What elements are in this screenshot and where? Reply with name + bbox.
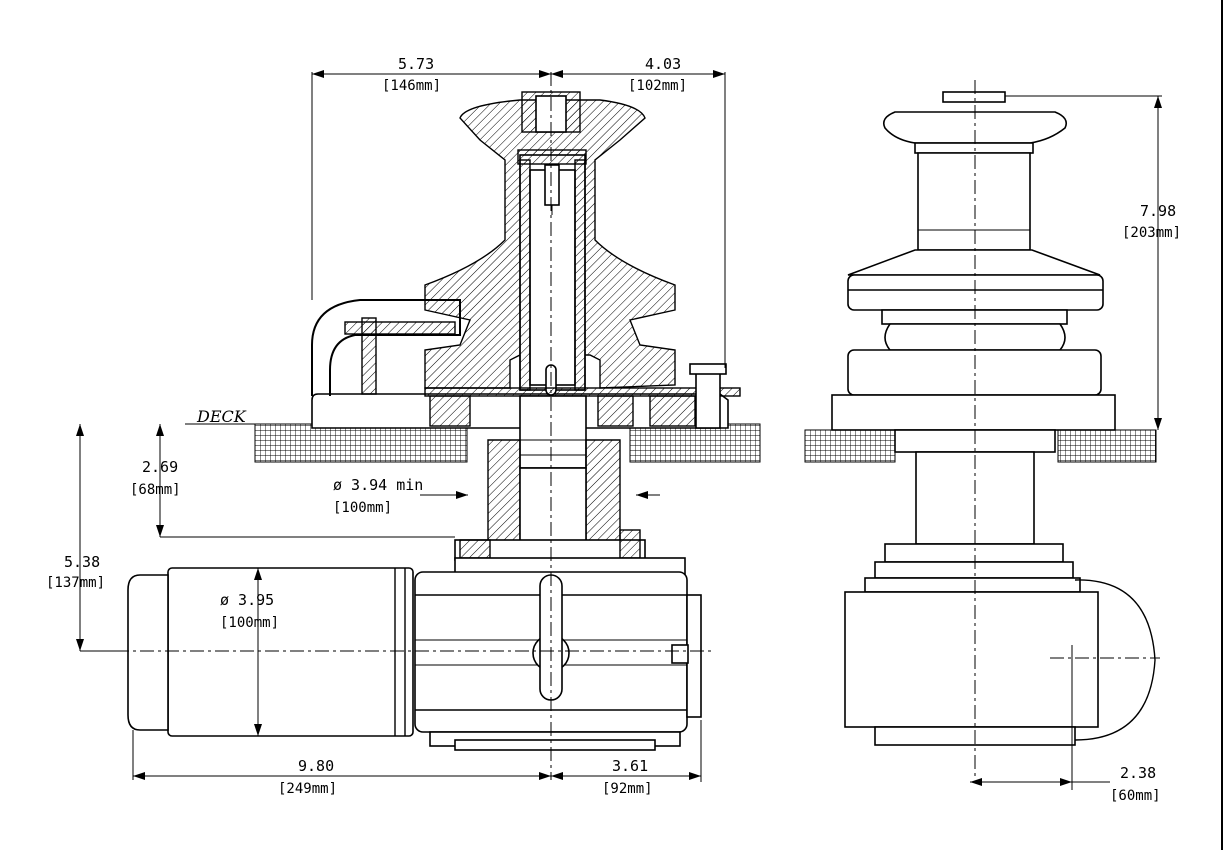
deck-left-b [629, 423, 761, 463]
dim-motor-dia-metric: [100mm] [220, 615, 279, 631]
lower-shaft [519, 395, 587, 469]
right-bolt [695, 367, 721, 429]
section-view [76, 70, 761, 782]
drum-barrel [917, 152, 1031, 251]
dim-hole-dia-value: ø 3.94 min [333, 476, 423, 494]
motor-body [167, 567, 414, 737]
dim-below-deck-metric: [68mm] [130, 482, 181, 498]
dim-motor-axis-metric: [137mm] [46, 575, 105, 591]
dim-offset-metric: [60mm] [1110, 788, 1161, 804]
dim-hole-dia-metric: [100mm] [333, 500, 392, 516]
dim-height-right-value: 7.98 [1140, 202, 1176, 220]
dim-gearbox-value: 3.61 [612, 757, 648, 775]
dim-offset-value: 2.38 [1120, 764, 1156, 782]
dim-below-deck-value: 2.69 [142, 458, 178, 476]
deck-left-a [254, 423, 468, 463]
motor-right [844, 591, 1099, 728]
dim-top-width-value: 5.73 [398, 55, 434, 73]
drum-skirt [847, 249, 1101, 276]
dim-motor-dia-value: ø 3.95 [220, 591, 274, 609]
dim-top-right-value: 4.03 [645, 55, 681, 73]
dim-motor-axis-value: 5.38 [64, 553, 100, 571]
dim-top-width-metric: [146mm] [382, 78, 441, 94]
dim-top-right-metric: [102mm] [628, 78, 687, 94]
deck-label: DECK [196, 407, 247, 426]
motor-endcap [127, 574, 169, 731]
dim-motor-length-metric: [249mm] [278, 781, 337, 797]
base-plate-right [831, 394, 1116, 431]
cable-loop [1074, 579, 1156, 741]
side-view [804, 80, 1162, 790]
dim-height-right-metric: [203mm] [1122, 225, 1181, 241]
deck-right-a [804, 429, 896, 463]
dim-motor-length-value: 9.80 [298, 757, 334, 775]
deck-right-b [1057, 429, 1157, 463]
dim-gearbox-metric: [92mm] [602, 781, 653, 797]
